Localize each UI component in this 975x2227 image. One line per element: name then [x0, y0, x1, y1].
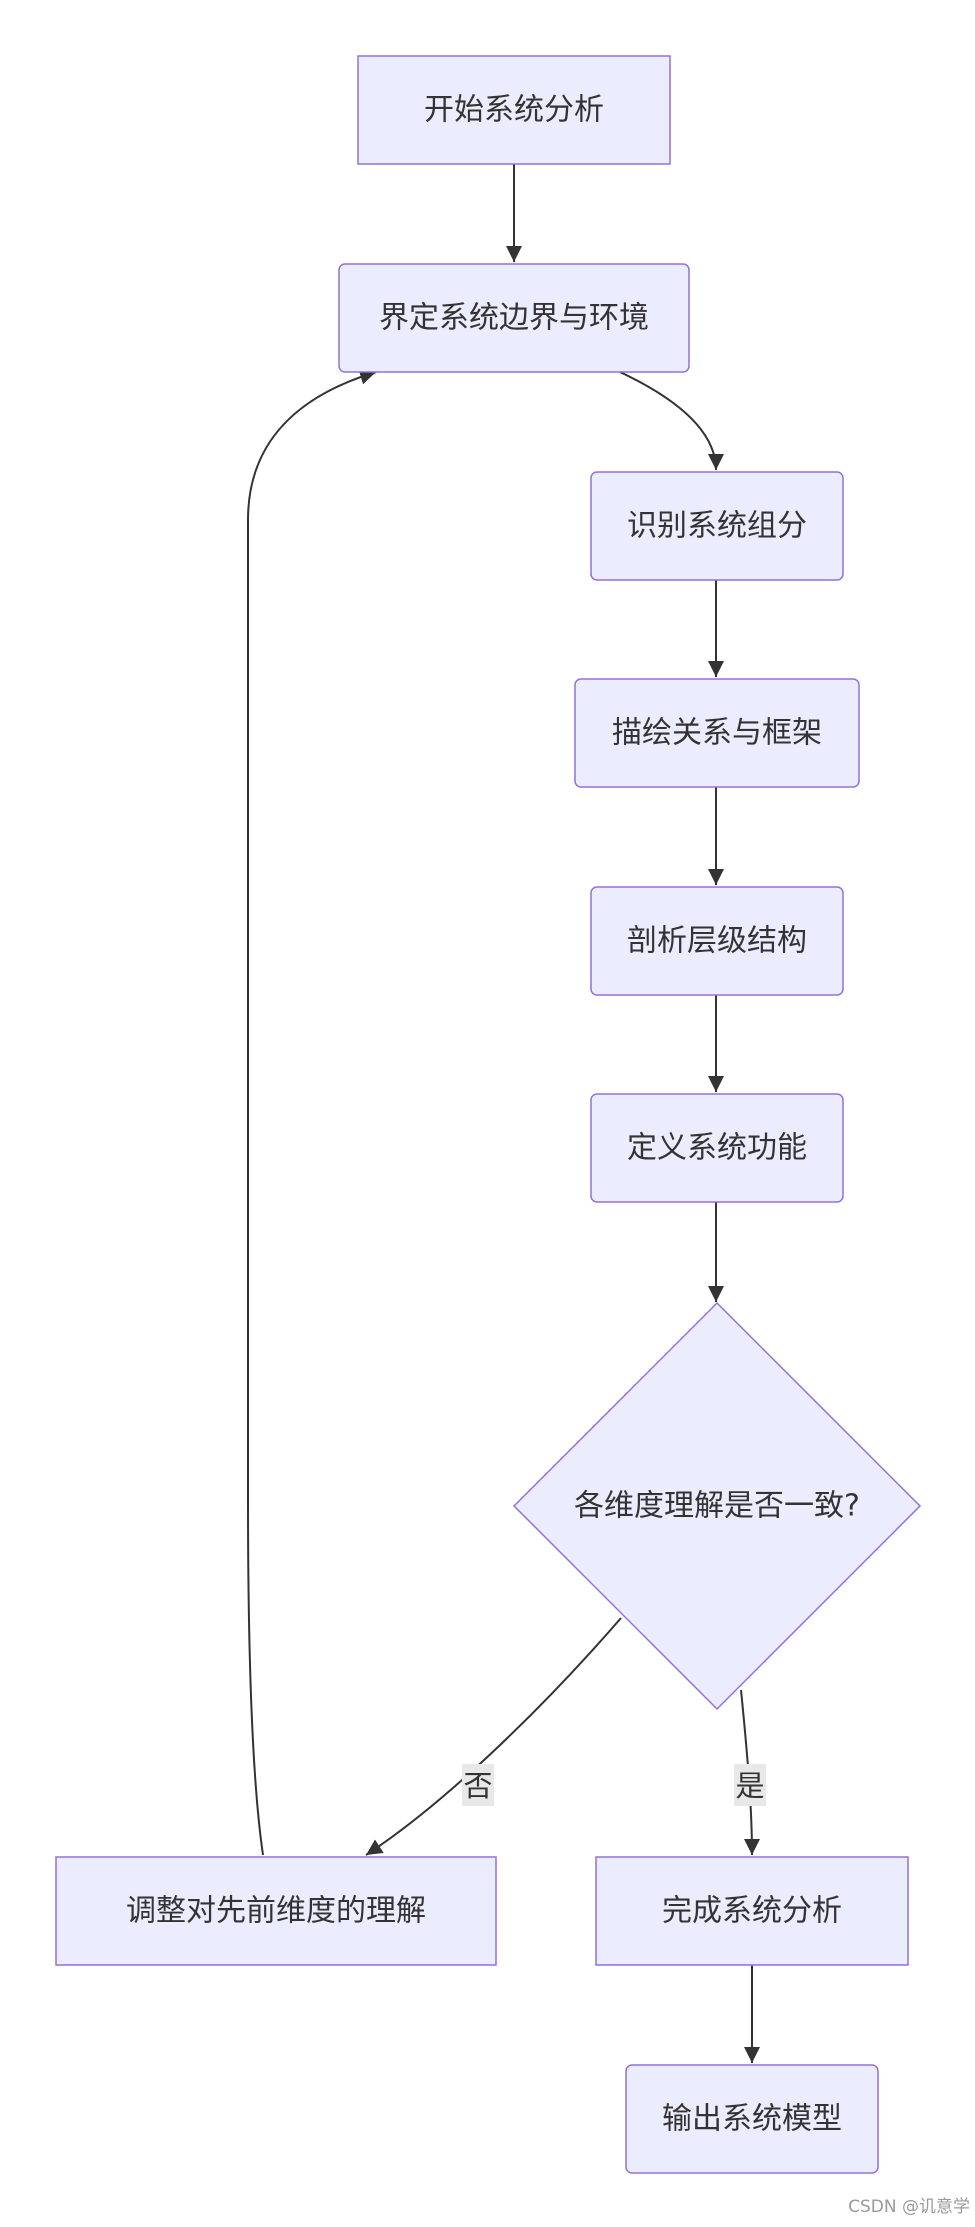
edge-adjust-to-boundary: [247, 368, 377, 1856]
node-adjust: 调整对先前维度的理解: [55, 1856, 497, 1966]
node-functions: 定义系统功能: [590, 1093, 844, 1203]
node-relations-label: 描绘关系与框架: [612, 716, 822, 751]
edge-decision-to-adjust: [365, 1617, 622, 1856]
node-start-label: 开始系统分析: [424, 93, 604, 128]
node-complete: 完成系统分析: [595, 1856, 909, 1966]
edge-label-yes: 是: [734, 1764, 766, 1806]
edge-label-yes-text: 是: [735, 1769, 764, 1803]
node-decision-label: 各维度理解是否一致?: [574, 1489, 860, 1524]
node-start: 开始系统分析: [357, 55, 671, 165]
edge-label-no: 否: [462, 1764, 494, 1806]
edge-boundary-to-identify: [619, 371, 724, 471]
node-decision: 各维度理解是否一致?: [512, 1301, 922, 1711]
node-hierarchy-label: 剖析层级结构: [627, 924, 807, 959]
node-adjust-label: 调整对先前维度的理解: [126, 1894, 426, 1929]
node-boundary-label: 界定系统边界与环境: [379, 301, 649, 336]
node-identify-label: 识别系统组分: [627, 509, 807, 544]
node-relations: 描绘关系与框架: [574, 678, 860, 788]
node-complete-label: 完成系统分析: [662, 1894, 842, 1929]
node-hierarchy: 剖析层级结构: [590, 886, 844, 996]
node-identify: 识别系统组分: [590, 471, 844, 581]
node-boundary: 界定系统边界与环境: [338, 263, 690, 373]
node-output-label: 输出系统模型: [662, 2102, 842, 2137]
node-functions-label: 定义系统功能: [627, 1131, 807, 1166]
edge-label-no-text: 否: [463, 1769, 492, 1803]
node-output: 输出系统模型: [625, 2064, 879, 2174]
edges: [247, 164, 760, 2063]
watermark: CSDN @讥意学: [848, 2197, 970, 2217]
